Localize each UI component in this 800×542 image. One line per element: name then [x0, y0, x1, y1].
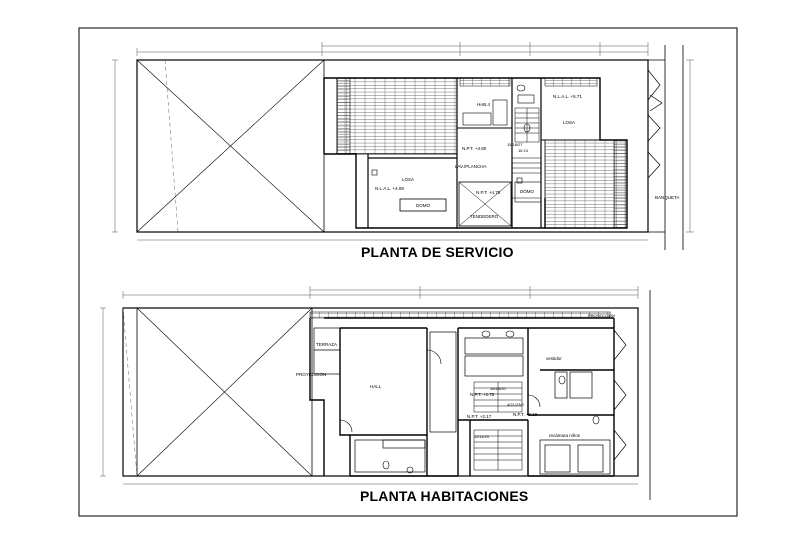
- label-banqueta: BANQUETA: [655, 195, 679, 200]
- label-terraza: TERRAZA: [316, 342, 337, 347]
- label-recamara: recámara niños: [549, 433, 581, 438]
- label-vestidor: vestidor: [546, 356, 562, 361]
- label-hab4: HAB.4: [477, 102, 491, 107]
- habitaciones-labels: PROYECCION TERRAZA PROYECCION HALL vesti…: [296, 313, 615, 439]
- label-domo-mid: DOMO: [416, 203, 430, 208]
- label-npt-top: N.P.T. +4.80: [462, 146, 487, 151]
- label-domo-right: DOMO: [520, 189, 534, 194]
- label-losa-right: LOSA: [563, 120, 575, 125]
- label-tendedero: TENDEDERO: [470, 214, 499, 219]
- sheet-border: [78, 27, 738, 517]
- label-npt-217: N.P.T. +2.17: [467, 414, 492, 419]
- servicio-labels: HAB.4 N.L.A.L. +5.71 LOSA N.P.T. +4.80 1…: [375, 94, 679, 219]
- label-stair-top: 15/18/27: [507, 142, 523, 147]
- bottom-dimension-lines: [100, 286, 639, 485]
- label-stair-bottom: 16/18/20: [490, 386, 506, 391]
- label-npt-mid: N.P.T. +4.75: [476, 190, 501, 195]
- label-proyeccion-left: PROYECCION: [296, 372, 326, 377]
- label-npt-275: N.P.T. +2.75: [470, 392, 495, 397]
- label-stair-top-2: 16 24: [518, 148, 529, 153]
- label-stair-bottom-3: 11/11/20: [474, 434, 490, 439]
- planta-servicio: [112, 42, 694, 250]
- top-dimension-lines: [112, 42, 694, 241]
- label-hall: HALL: [370, 384, 382, 389]
- lot-outline-bottom: [122, 307, 639, 477]
- label-stair-bottom-2: 4/21/23/0: [507, 402, 524, 407]
- label-lav-plancha: LAV./PLANCHA: [455, 164, 487, 169]
- label-nlal-top: N.L.A.L. +5.71: [553, 94, 582, 99]
- label-proyeccion-right: PROYECCION: [588, 313, 615, 318]
- planta-habitaciones: [100, 286, 651, 500]
- title-planta-habitaciones: PLANTA HABITACIONES: [360, 488, 529, 504]
- title-planta-servicio: PLANTA DE SERVICIO: [361, 244, 514, 260]
- label-npt-319: N.P.T. +3.19: [513, 412, 538, 417]
- label-nlal-mid: N.L.A.L. +4.69: [375, 186, 404, 191]
- label-losa-mid: LOSA: [402, 177, 414, 182]
